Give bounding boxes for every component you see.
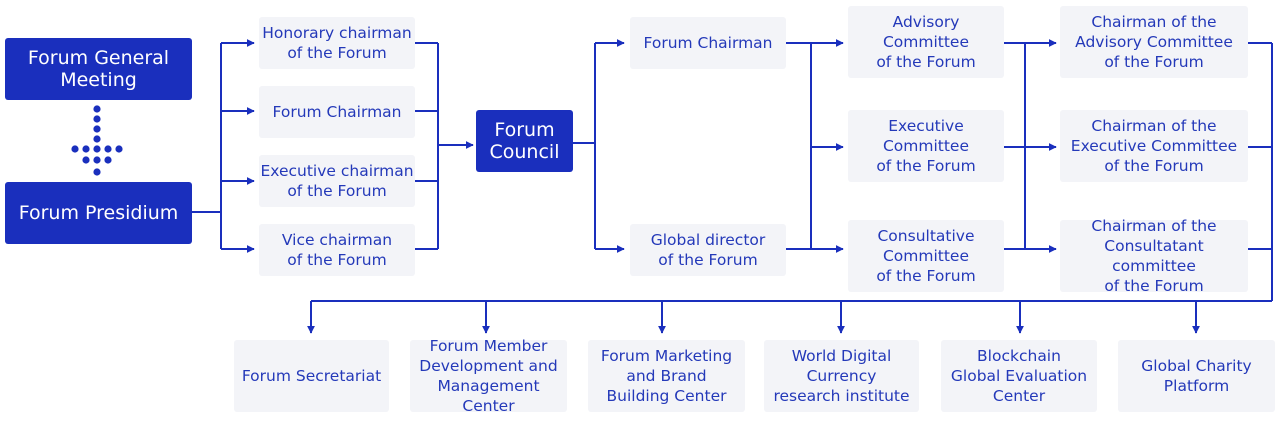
node-vice-chairman: Vice chairman of the Forum (259, 224, 415, 276)
node-executive-chairman: Executive chairman of the Forum (259, 155, 415, 207)
node-advisory-committee: Advisory Committee of the Forum (848, 6, 1004, 78)
node-forum-general-meeting: Forum General Meeting (5, 38, 192, 100)
node-consultative-committee: Consultative Committee of the Forum (848, 220, 1004, 292)
dotted-arrow-icon (71, 105, 123, 176)
node-forum-secretariat: Forum Secretariat (234, 340, 389, 412)
node-global-director: Global director of the Forum (630, 224, 786, 276)
node-marketing-center: Forum Marketing and Brand Building Cente… (588, 340, 745, 412)
node-executive-committee: Executive Committee of the Forum (848, 110, 1004, 182)
node-forum-chairman-1: Forum Chairman (259, 86, 415, 138)
node-forum-presidium: Forum Presidium (5, 182, 192, 244)
node-forum-council: Forum Council (476, 110, 573, 172)
node-member-center: Forum Member Development and Management … (410, 337, 567, 415)
node-research-institute: World Digital Currency research institut… (764, 340, 919, 412)
node-blockchain-center: Blockchain Global Evaluation Center (941, 340, 1097, 412)
node-chairman-executive: Chairman of the Executive Committee of t… (1060, 110, 1248, 182)
node-charity-platform: Global Charity Platform (1118, 340, 1275, 412)
node-forum-chairman-2: Forum Chairman (630, 17, 786, 69)
node-honorary-chairman: Honorary chairman of the Forum (259, 17, 415, 69)
node-chairman-advisory: Chairman of the Advisory Committee of th… (1060, 6, 1248, 78)
node-chairman-consultative: Chairman of the Consultatant committee o… (1060, 217, 1248, 295)
